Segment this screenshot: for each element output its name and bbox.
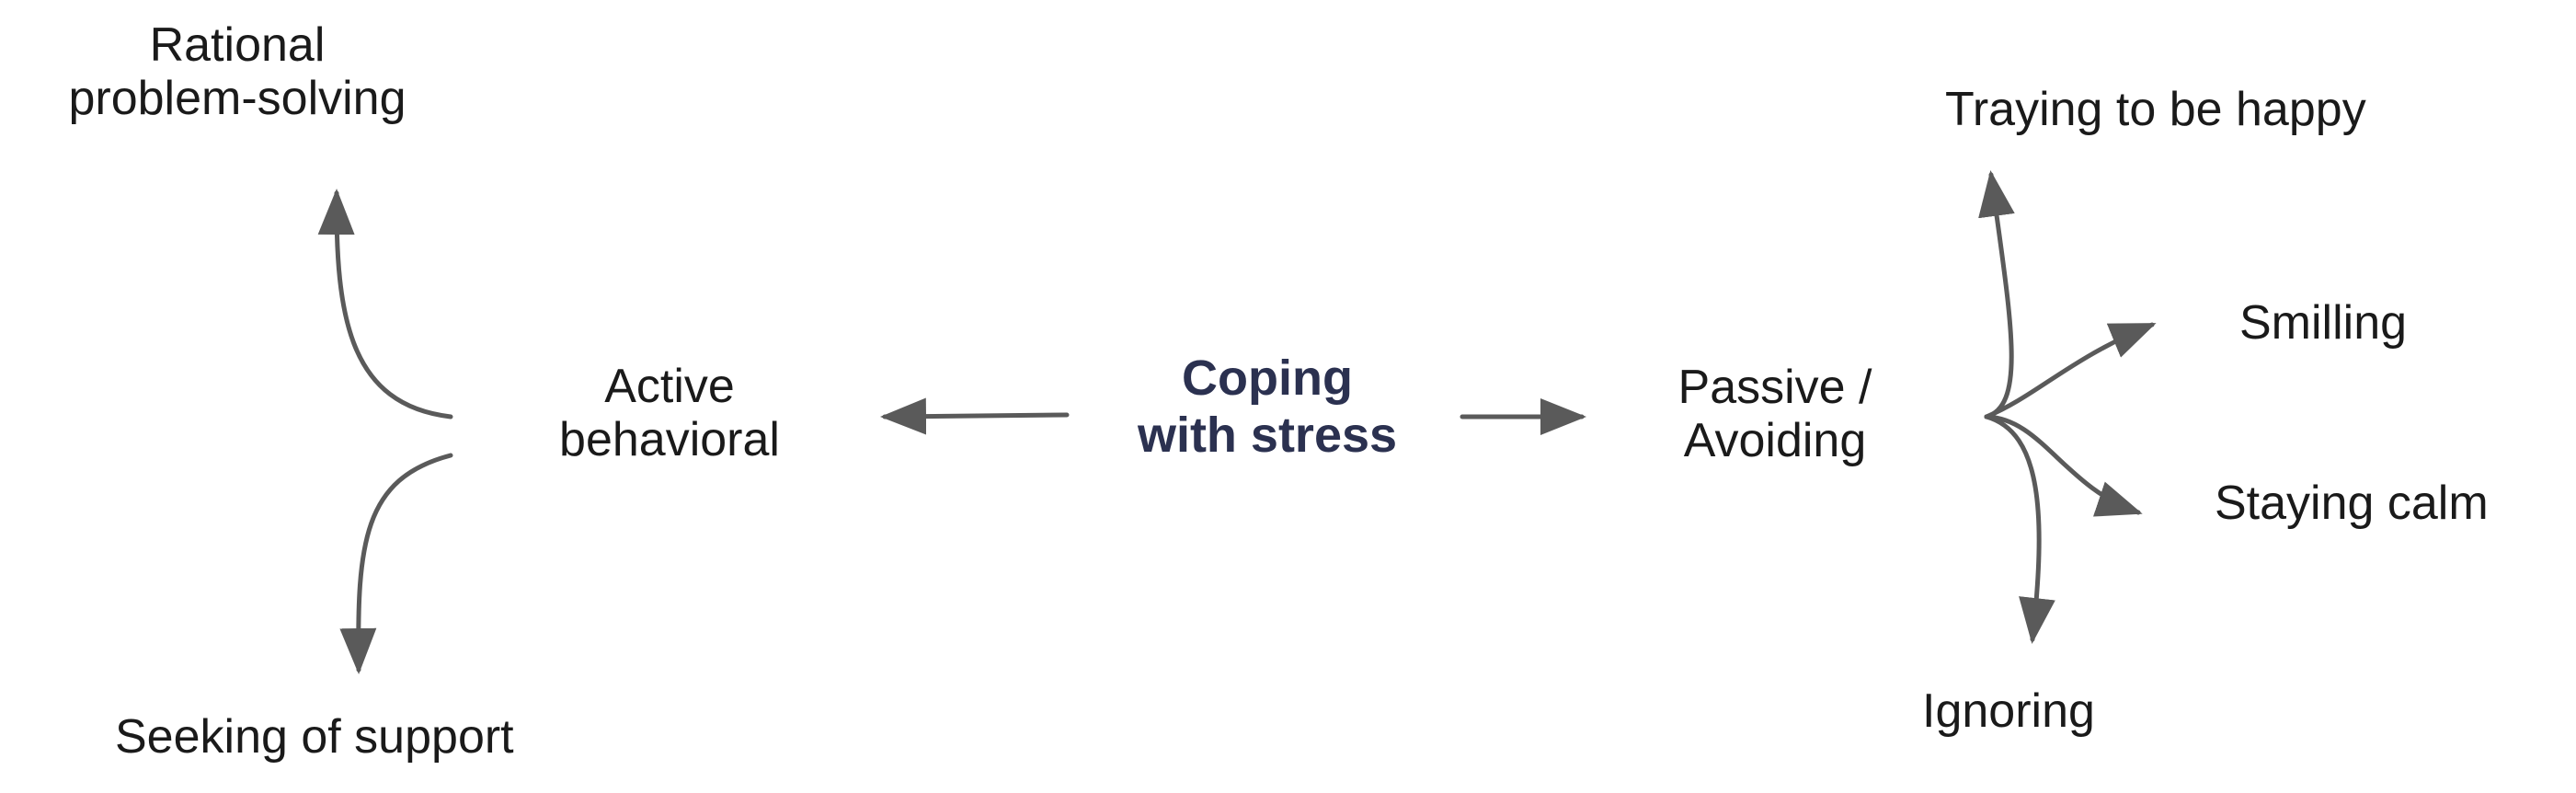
node-coping-line1: Coping [1182,351,1353,406]
node-active-line1: Active [604,360,735,413]
node-ignoring: Ignoring [1922,684,2095,738]
node-coping-with-stress: Coping with stress [1138,350,1397,464]
node-passive-avoiding: Passive / Avoiding [1678,361,1872,467]
node-smilling: Smilling [2239,296,2407,350]
node-rational-line1: Rational [149,18,326,72]
node-trying-line1: Traying to be happy [1945,83,2366,136]
node-passive-line2: Avoiding [1683,414,1867,467]
node-seeking-line1: Seeking of support [115,710,514,764]
node-rational-line2: problem-solving [68,72,406,125]
arrow-passive-to-trying [1978,170,2015,419]
node-passive-line1: Passive / [1677,361,1872,414]
node-seeking-of-support: Seeking of support [115,710,514,764]
node-rational-problem-solving: Rational problem-solving [68,18,406,125]
node-ignoring-line1: Ignoring [1922,684,2095,738]
node-staying-calm: Staying calm [2215,477,2489,530]
node-trying-to-be-happy: Traying to be happy [1945,83,2366,136]
node-active-behavioral: Active behavioral [559,360,780,466]
arrow-passive-to-staying [1984,414,2143,517]
arrow-center-to-active [880,397,1070,435]
node-active-line2: behavioral [559,413,780,466]
node-staying-line1: Staying calm [2215,477,2489,530]
node-smilling-line1: Smilling [2239,296,2408,350]
node-coping-line2: with stress [1137,408,1398,463]
arrow-passive-to-ignoring [1984,414,2055,644]
arrow-active-to-seeking [339,453,453,674]
arrow-passive-to-smilling [1984,322,2157,419]
arrow-active-to-rational [317,189,453,419]
